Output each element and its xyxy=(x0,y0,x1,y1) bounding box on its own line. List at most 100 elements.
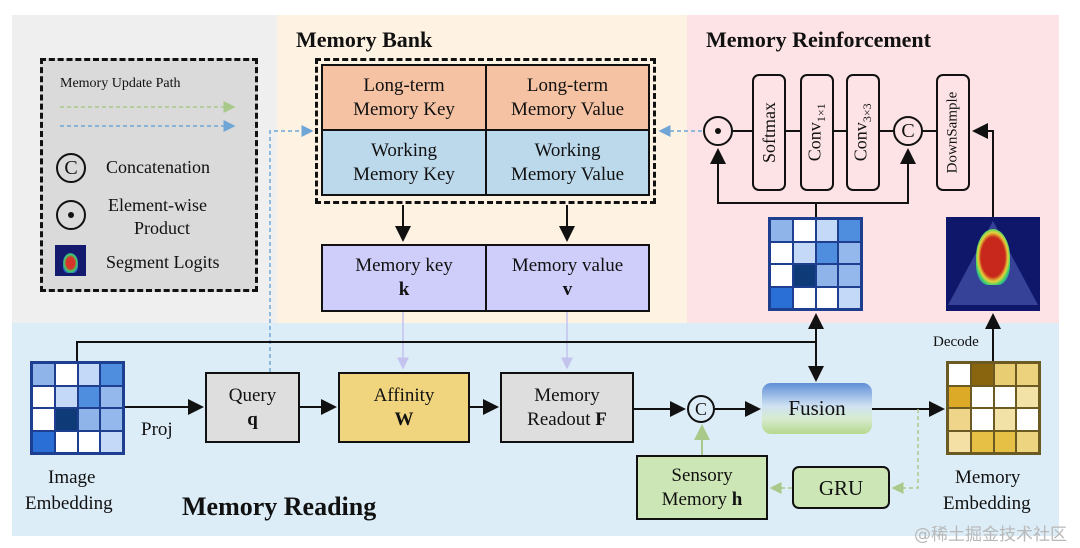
conv-subscript: 3×3 xyxy=(860,103,875,123)
heatmap-cell xyxy=(77,408,101,431)
box-symbol: q xyxy=(247,408,258,430)
concat-node-reading: C xyxy=(687,395,715,423)
legend-elementwise-label-2: Product xyxy=(134,218,190,238)
heatmap-cell xyxy=(815,264,839,287)
conv-text: Conv xyxy=(850,122,871,162)
gru-box: GRU xyxy=(792,466,890,509)
conv-subscript: 1×1 xyxy=(814,103,829,123)
memory-reinforcement-title: Memory Reinforcement xyxy=(706,27,931,52)
memory-bank-title: Memory Bank xyxy=(296,27,433,52)
block-label: Conv3×3 xyxy=(851,104,876,162)
heatmap-cell xyxy=(993,408,1017,431)
block-label: Softmax xyxy=(758,102,779,163)
box-symbol: F xyxy=(595,408,607,430)
readout-text: Readout xyxy=(527,408,591,430)
decode-label: Decode xyxy=(933,334,979,350)
box-line1: Sensory xyxy=(671,464,733,486)
heatmap-cell xyxy=(792,219,816,242)
heatmap-cell xyxy=(948,363,971,386)
heatmap-cell xyxy=(1016,430,1039,453)
sensory-text: Memory xyxy=(661,488,728,510)
heatmap-cell xyxy=(948,430,971,453)
legend-elementwise-label-1: Element-wise xyxy=(108,195,207,215)
heatmap-cell xyxy=(32,385,55,408)
box-line2: Memory h xyxy=(662,488,743,512)
memory-bank-dashed-border xyxy=(315,58,656,204)
box-symbol: W xyxy=(394,408,414,430)
heatmap-cell xyxy=(815,286,839,309)
proj-label: Proj xyxy=(141,419,173,440)
cell-line1: Working xyxy=(534,139,601,161)
heatmap-cell xyxy=(970,385,994,408)
heatmap-cell xyxy=(993,430,1017,453)
heatmap-cell xyxy=(1016,408,1039,431)
cell-line2: Memory Key xyxy=(353,163,455,185)
memory-key-box: Memory key k xyxy=(321,244,487,312)
heatmap-cell xyxy=(770,219,793,242)
concat-node-reinforcement: C xyxy=(893,116,923,146)
heatmap-cell xyxy=(770,264,793,287)
image-embedding-label-1: Image xyxy=(48,467,96,488)
box-line1: Memory value xyxy=(511,255,624,276)
heatmap-cell xyxy=(970,430,994,453)
heatmap-cell xyxy=(993,385,1017,408)
heatmap-cell xyxy=(54,408,78,431)
heatmap-cell xyxy=(838,286,861,309)
heatmap-cell xyxy=(770,286,793,309)
heatmap-cell xyxy=(32,408,55,431)
memory-value-box: Memory value v xyxy=(485,244,650,312)
box-symbol: v xyxy=(562,279,573,300)
heatmap-cell xyxy=(54,385,78,408)
box-symbol: h xyxy=(731,488,743,510)
heatmap-cell xyxy=(948,385,971,408)
cell-line1: Long-term xyxy=(526,74,609,96)
heatmap-cell xyxy=(77,363,101,386)
watermark: @稀土掘金技术社区 xyxy=(914,525,1067,545)
heatmap-cell xyxy=(100,385,123,408)
heatmap-cell xyxy=(970,408,994,431)
legend-path-label: Memory Update Path xyxy=(60,76,181,91)
block-label: DownSample xyxy=(944,91,961,174)
box-line1: Memory xyxy=(534,384,600,406)
elementwise-product-node xyxy=(703,116,733,146)
box-line1: Memory key xyxy=(355,255,453,276)
heatmap-cell xyxy=(32,430,55,453)
block-label: Conv1×1 xyxy=(805,104,830,162)
heatmap-cell xyxy=(838,264,861,287)
affinity-heatmap xyxy=(768,217,863,311)
box-symbol: k xyxy=(398,279,410,300)
cell-line1: Working xyxy=(370,139,438,161)
heatmap-cell xyxy=(770,241,793,264)
heatmap-cell xyxy=(100,408,123,431)
conv-text: Conv xyxy=(804,122,825,162)
heatmap-cell xyxy=(792,286,816,309)
heatmap-cell xyxy=(54,363,78,386)
fusion-block: Fusion xyxy=(762,383,872,434)
memory-embedding-label-1: Memory xyxy=(955,467,1021,488)
fusion-label: Fusion xyxy=(788,396,846,420)
cell-line2: Memory Value xyxy=(510,98,625,120)
heatmap-cell xyxy=(77,430,101,453)
heatmap-cell xyxy=(792,264,816,287)
heatmap-cell xyxy=(792,241,816,264)
memory-embedding-label-2: Embedding xyxy=(943,493,1031,514)
heatmap-cell xyxy=(100,430,123,453)
cell-line2: Memory Key xyxy=(353,98,455,120)
legend-concatenation-label: Concatenation xyxy=(106,157,210,177)
heatmap-cell xyxy=(948,408,971,431)
heatmap-cell xyxy=(993,363,1017,386)
heatmap-cell xyxy=(815,219,839,242)
box-line2: Readout F xyxy=(527,408,607,432)
heatmap-cell xyxy=(970,363,994,386)
gru-label: GRU xyxy=(818,475,864,500)
heatmap-cell xyxy=(1016,385,1039,408)
conv1x1-block: Conv1×1 xyxy=(800,74,834,191)
memory-embedding-heatmap xyxy=(946,361,1041,455)
heatmap-cell xyxy=(838,219,861,242)
